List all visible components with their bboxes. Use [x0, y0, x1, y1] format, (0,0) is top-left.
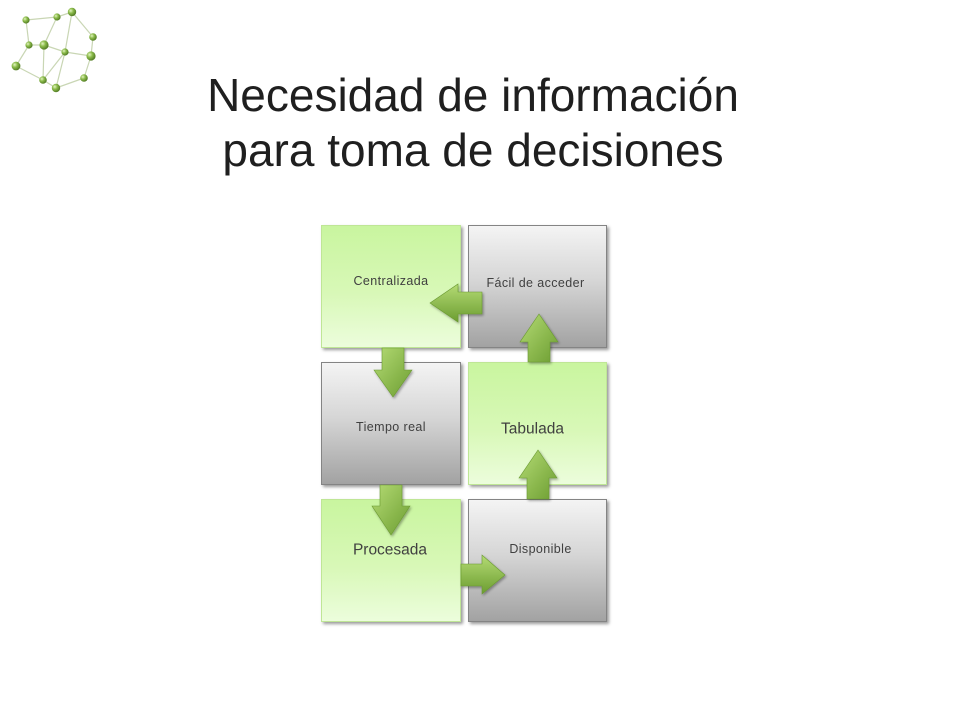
logo-link	[25, 19, 30, 46]
logo-link	[43, 16, 58, 46]
step-box-centralizada: Centralizada	[321, 225, 461, 348]
logo-link	[25, 16, 58, 21]
logo-link	[15, 65, 44, 81]
step-label-facil-de-acceder: Fácil de acceder	[486, 275, 585, 290]
logo-node	[39, 76, 47, 84]
logo-node	[61, 48, 69, 56]
slide-title-line-2: para toma de decisiones	[222, 124, 724, 176]
logo-link	[71, 11, 94, 38]
logo-link	[42, 44, 45, 81]
step-label-procesada: Procesada	[352, 541, 428, 559]
step-box-tabulada: Tabulada	[468, 362, 607, 485]
step-box-facil-de-acceder: Fácil de acceder	[468, 225, 607, 348]
step-box-procesada: Procesada	[321, 499, 461, 622]
logo-node	[11, 61, 21, 71]
step-label-centralizada: Centralizada	[353, 273, 429, 288]
slide-title-line-1: Necesidad de información	[207, 69, 739, 121]
step-label-tabulada: Tabulada	[501, 420, 564, 438]
logo-node	[25, 41, 33, 49]
logo-node	[86, 51, 96, 61]
slide-title: Necesidad de información para toma de de…	[0, 68, 946, 178]
logo-link	[42, 51, 66, 81]
logo-node	[53, 13, 61, 21]
logo-link	[64, 11, 73, 53]
logo-link	[55, 51, 66, 89]
step-label-disponible: Disponible	[509, 541, 572, 556]
logo-node	[89, 33, 97, 41]
logo-node	[39, 40, 49, 50]
step-label-tiempo-real: Tiempo real	[356, 419, 426, 434]
logo-nodes	[11, 7, 97, 93]
logo-node	[51, 83, 61, 93]
logo-node	[67, 7, 77, 17]
logo-node	[80, 74, 88, 82]
step-box-disponible: Disponible	[468, 499, 607, 622]
step-box-tiempo-real: Tiempo real	[321, 362, 461, 485]
network-graph-icon	[11, 7, 97, 93]
logo-node	[22, 16, 30, 24]
logo-link	[55, 77, 85, 89]
